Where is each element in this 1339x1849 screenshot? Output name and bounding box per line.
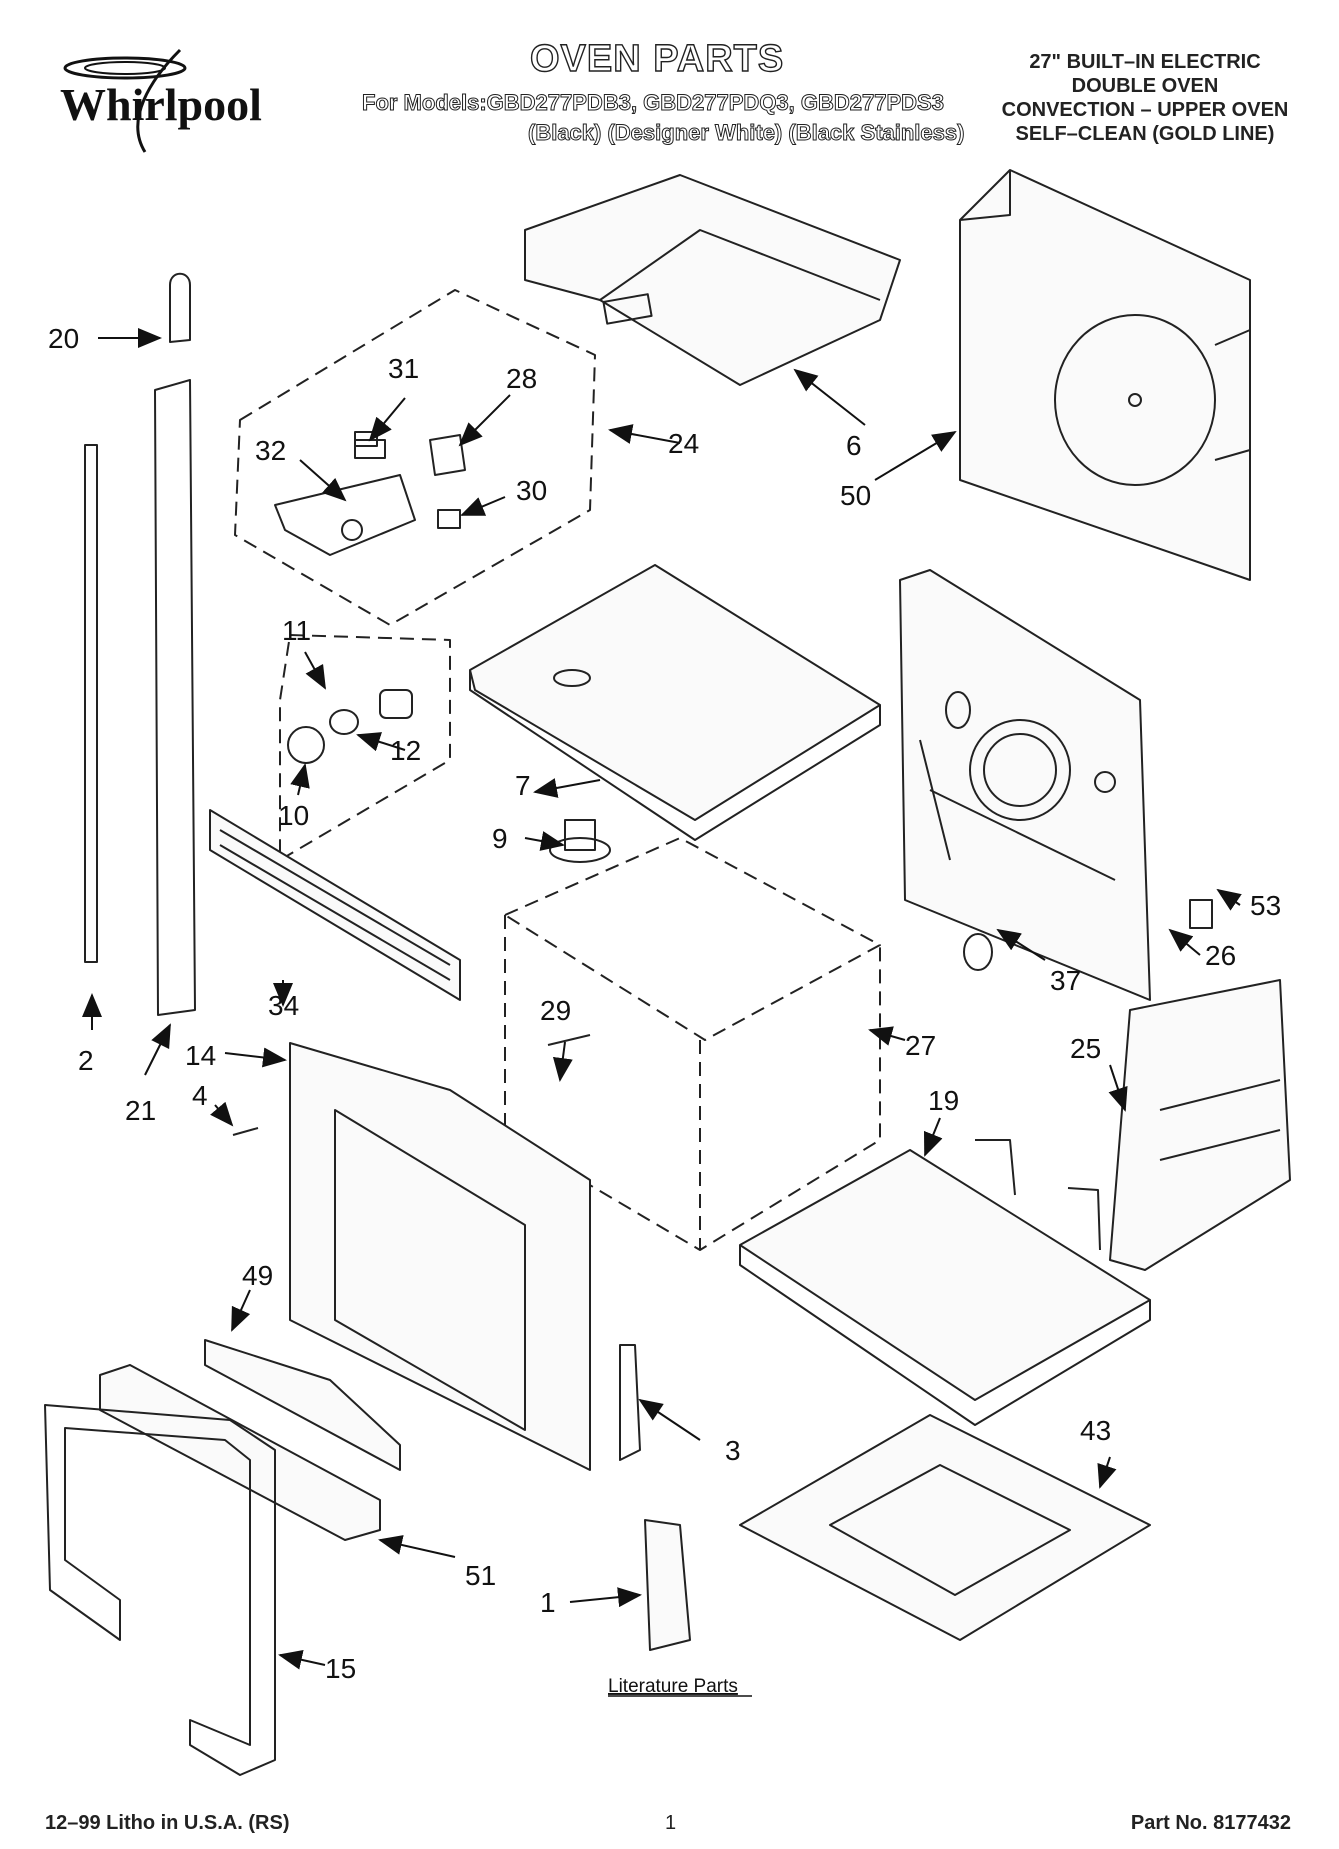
callout-6: 6 bbox=[846, 430, 862, 461]
callout-24: 24 bbox=[668, 428, 699, 459]
part-1-literature bbox=[644, 1519, 691, 1651]
part-top-panel bbox=[469, 564, 881, 821]
callout-31: 31 bbox=[388, 353, 419, 384]
part-34-vent bbox=[209, 809, 461, 1001]
callout-15: 15 bbox=[325, 1653, 356, 1684]
product-line-4: SELF–CLEAN (GOLD LINE) bbox=[1015, 123, 1275, 145]
part-25-side-panel bbox=[1109, 979, 1291, 1271]
callout-7: 7 bbox=[515, 770, 531, 801]
callout-12: 12 bbox=[390, 735, 421, 766]
callout-27: 27 bbox=[905, 1030, 936, 1061]
part-top-cover bbox=[524, 174, 901, 386]
part-43-pan bbox=[739, 1414, 1151, 1641]
callout-3: 3 bbox=[725, 1435, 741, 1466]
part-rear-panel bbox=[959, 169, 1251, 581]
product-description: 27" BUILT–IN ELECTRIC DOUBLE OVEN CONVEC… bbox=[975, 50, 1315, 146]
callout-53: 53 bbox=[1250, 890, 1281, 921]
part-14-front-frame bbox=[289, 1042, 591, 1471]
part-20-cap bbox=[169, 272, 191, 343]
part-28-switch bbox=[429, 434, 466, 476]
part-53-clip bbox=[1189, 899, 1213, 929]
callout-32: 32 bbox=[255, 435, 286, 466]
part-number: Part No. 8177432 bbox=[1130, 1812, 1291, 1834]
part-49-bracket bbox=[204, 1339, 401, 1471]
whirlpool-logo: Whirlpool bbox=[60, 48, 262, 153]
callout-49: 49 bbox=[242, 1260, 273, 1291]
callout-14: 14 bbox=[185, 1040, 216, 1071]
callout-1: 1 bbox=[540, 1587, 556, 1618]
product-line-1: 27" BUILT–IN ELECTRIC bbox=[1029, 51, 1261, 73]
product-line-2: DOUBLE OVEN bbox=[1071, 75, 1219, 97]
callout-2: 2 bbox=[78, 1045, 94, 1076]
part-4-screw bbox=[232, 1127, 259, 1136]
callout-11: 11 bbox=[282, 615, 311, 646]
part-oven-cavity bbox=[504, 837, 881, 1041]
callout-26: 26 bbox=[1205, 940, 1236, 971]
callout-25: 25 bbox=[1070, 1033, 1101, 1064]
callout-20: 20 bbox=[48, 323, 79, 354]
part-convection-plate bbox=[899, 569, 1151, 1001]
callout-51: 51 bbox=[465, 1560, 496, 1591]
callout-21: 21 bbox=[125, 1095, 156, 1126]
part-3-bracket bbox=[619, 1344, 641, 1461]
part-2-trim bbox=[84, 444, 98, 963]
callout-4: 4 bbox=[192, 1080, 208, 1111]
page-number: 1 bbox=[665, 1812, 677, 1834]
model-numbers: For Models:GBD277PDB3, GBD277PDQ3, GBD27… bbox=[362, 90, 945, 116]
callout-29: 29 bbox=[540, 995, 571, 1026]
literature-parts-label: Literature Parts bbox=[608, 1676, 738, 1697]
brand-wordmark: Whirlpool bbox=[60, 79, 262, 130]
page-title: OVEN PARTS bbox=[529, 37, 785, 80]
callout-30: 30 bbox=[516, 475, 547, 506]
callout-28: 28 bbox=[506, 363, 537, 394]
control-assembly-box bbox=[234, 289, 596, 626]
product-line-3: CONVECTION – UPPER OVEN bbox=[1001, 99, 1289, 121]
callout-10: 10 bbox=[278, 800, 309, 831]
callout-50: 50 bbox=[840, 480, 871, 511]
litho-note: 12–99 Litho in U.S.A. (RS) bbox=[45, 1812, 290, 1834]
part-37-thermostat bbox=[963, 933, 993, 971]
part-21-side-trim bbox=[154, 379, 196, 1016]
part-15-gasket bbox=[44, 1404, 276, 1776]
callout-19: 19 bbox=[928, 1085, 959, 1116]
callout-34: 34 bbox=[268, 990, 299, 1021]
callout-37: 37 bbox=[1050, 965, 1081, 996]
light-assembly-box bbox=[279, 634, 451, 861]
part-10-lens bbox=[287, 726, 325, 764]
part-32-bracket bbox=[274, 474, 416, 556]
callout-9: 9 bbox=[492, 823, 508, 854]
model-variants: (Black) (Designer White) (Black Stainles… bbox=[527, 120, 965, 146]
callout-43: 43 bbox=[1080, 1415, 1111, 1446]
part-19-tray bbox=[739, 1149, 1151, 1401]
